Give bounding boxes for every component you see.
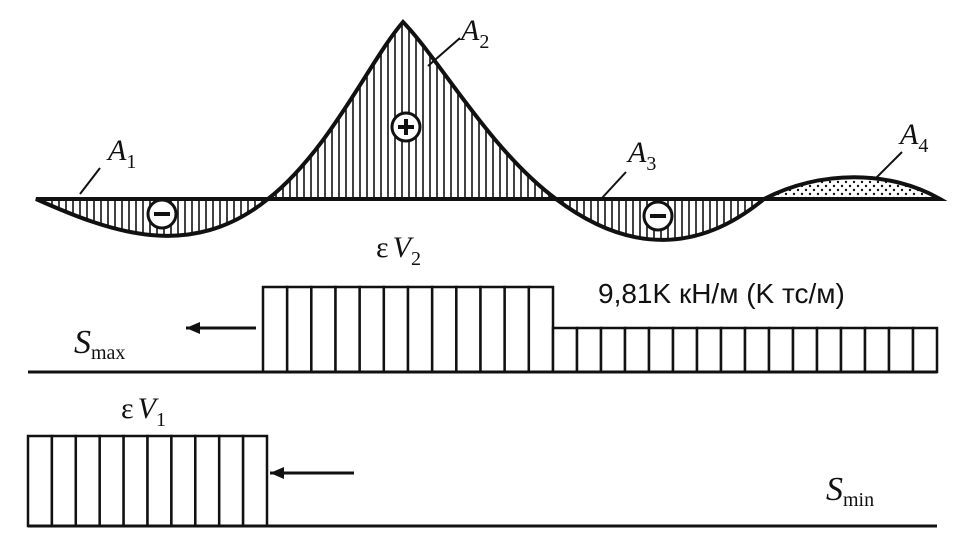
- smin-load-blocks: [26, 434, 269, 528]
- load-block-low: [863, 326, 891, 374]
- smax-load-blocks: [261, 285, 939, 374]
- load-block-ev1: [74, 434, 101, 528]
- leader-lines: [79, 37, 903, 199]
- load-block-ev2: [358, 285, 386, 374]
- load-block-low: [551, 326, 579, 374]
- load-block-low: [575, 326, 603, 374]
- smin-arrow: [270, 467, 354, 479]
- load-block-low: [599, 326, 627, 374]
- load-block-ev1: [217, 434, 245, 528]
- load-block-low: [671, 326, 699, 374]
- area-a2: [262, 19, 563, 201]
- load-block-ev1: [98, 434, 125, 528]
- label-a2: A2: [459, 14, 489, 53]
- load-block-ev1: [146, 434, 173, 528]
- label-a1: A1: [106, 134, 136, 173]
- load-block-low: [623, 326, 651, 374]
- load-block-ev1: [241, 434, 269, 528]
- load-block-ev1: [26, 434, 54, 528]
- load-block-ev2: [382, 285, 410, 374]
- load-block-ev1: [122, 434, 149, 528]
- load-block-ev1: [170, 434, 197, 528]
- label-a4: A4: [898, 118, 928, 157]
- load-block-ev1: [194, 434, 221, 528]
- smax-arrow: [186, 322, 256, 334]
- load-block-ev2: [285, 285, 313, 374]
- load-block-ev2: [406, 285, 434, 374]
- load-block-ev2: [455, 285, 482, 374]
- load-block-ev2: [527, 285, 555, 374]
- load-block-ev2: [310, 285, 337, 374]
- label-smin: Smin: [826, 471, 874, 511]
- load-block-ev1: [50, 434, 78, 528]
- load-block-low: [647, 326, 675, 374]
- sign-minus-a1: [146, 198, 178, 230]
- area-a4: [763, 175, 948, 201]
- load-block-ev2: [430, 285, 458, 374]
- sign-plus-a2: [390, 111, 422, 143]
- label-a3: A3: [626, 136, 656, 175]
- load-block-low: [695, 326, 723, 374]
- load-block-ev2: [479, 285, 506, 374]
- load-block-low: [791, 326, 819, 374]
- load-block-low: [719, 326, 747, 374]
- label-smax: Smax: [74, 324, 125, 364]
- label-load: 9,81K кН/м (K тс/м): [598, 278, 845, 309]
- load-block-ev2: [261, 285, 289, 374]
- load-block-low: [743, 326, 771, 374]
- load-block-ev2: [503, 285, 531, 374]
- load-block-low: [815, 326, 843, 374]
- sign-minus-a3: [642, 200, 674, 232]
- load-block-low: [911, 326, 939, 374]
- load-block-ev2: [334, 285, 361, 374]
- load-block-low: [839, 326, 867, 374]
- load-block-low: [767, 326, 795, 374]
- load-block-low: [887, 326, 915, 374]
